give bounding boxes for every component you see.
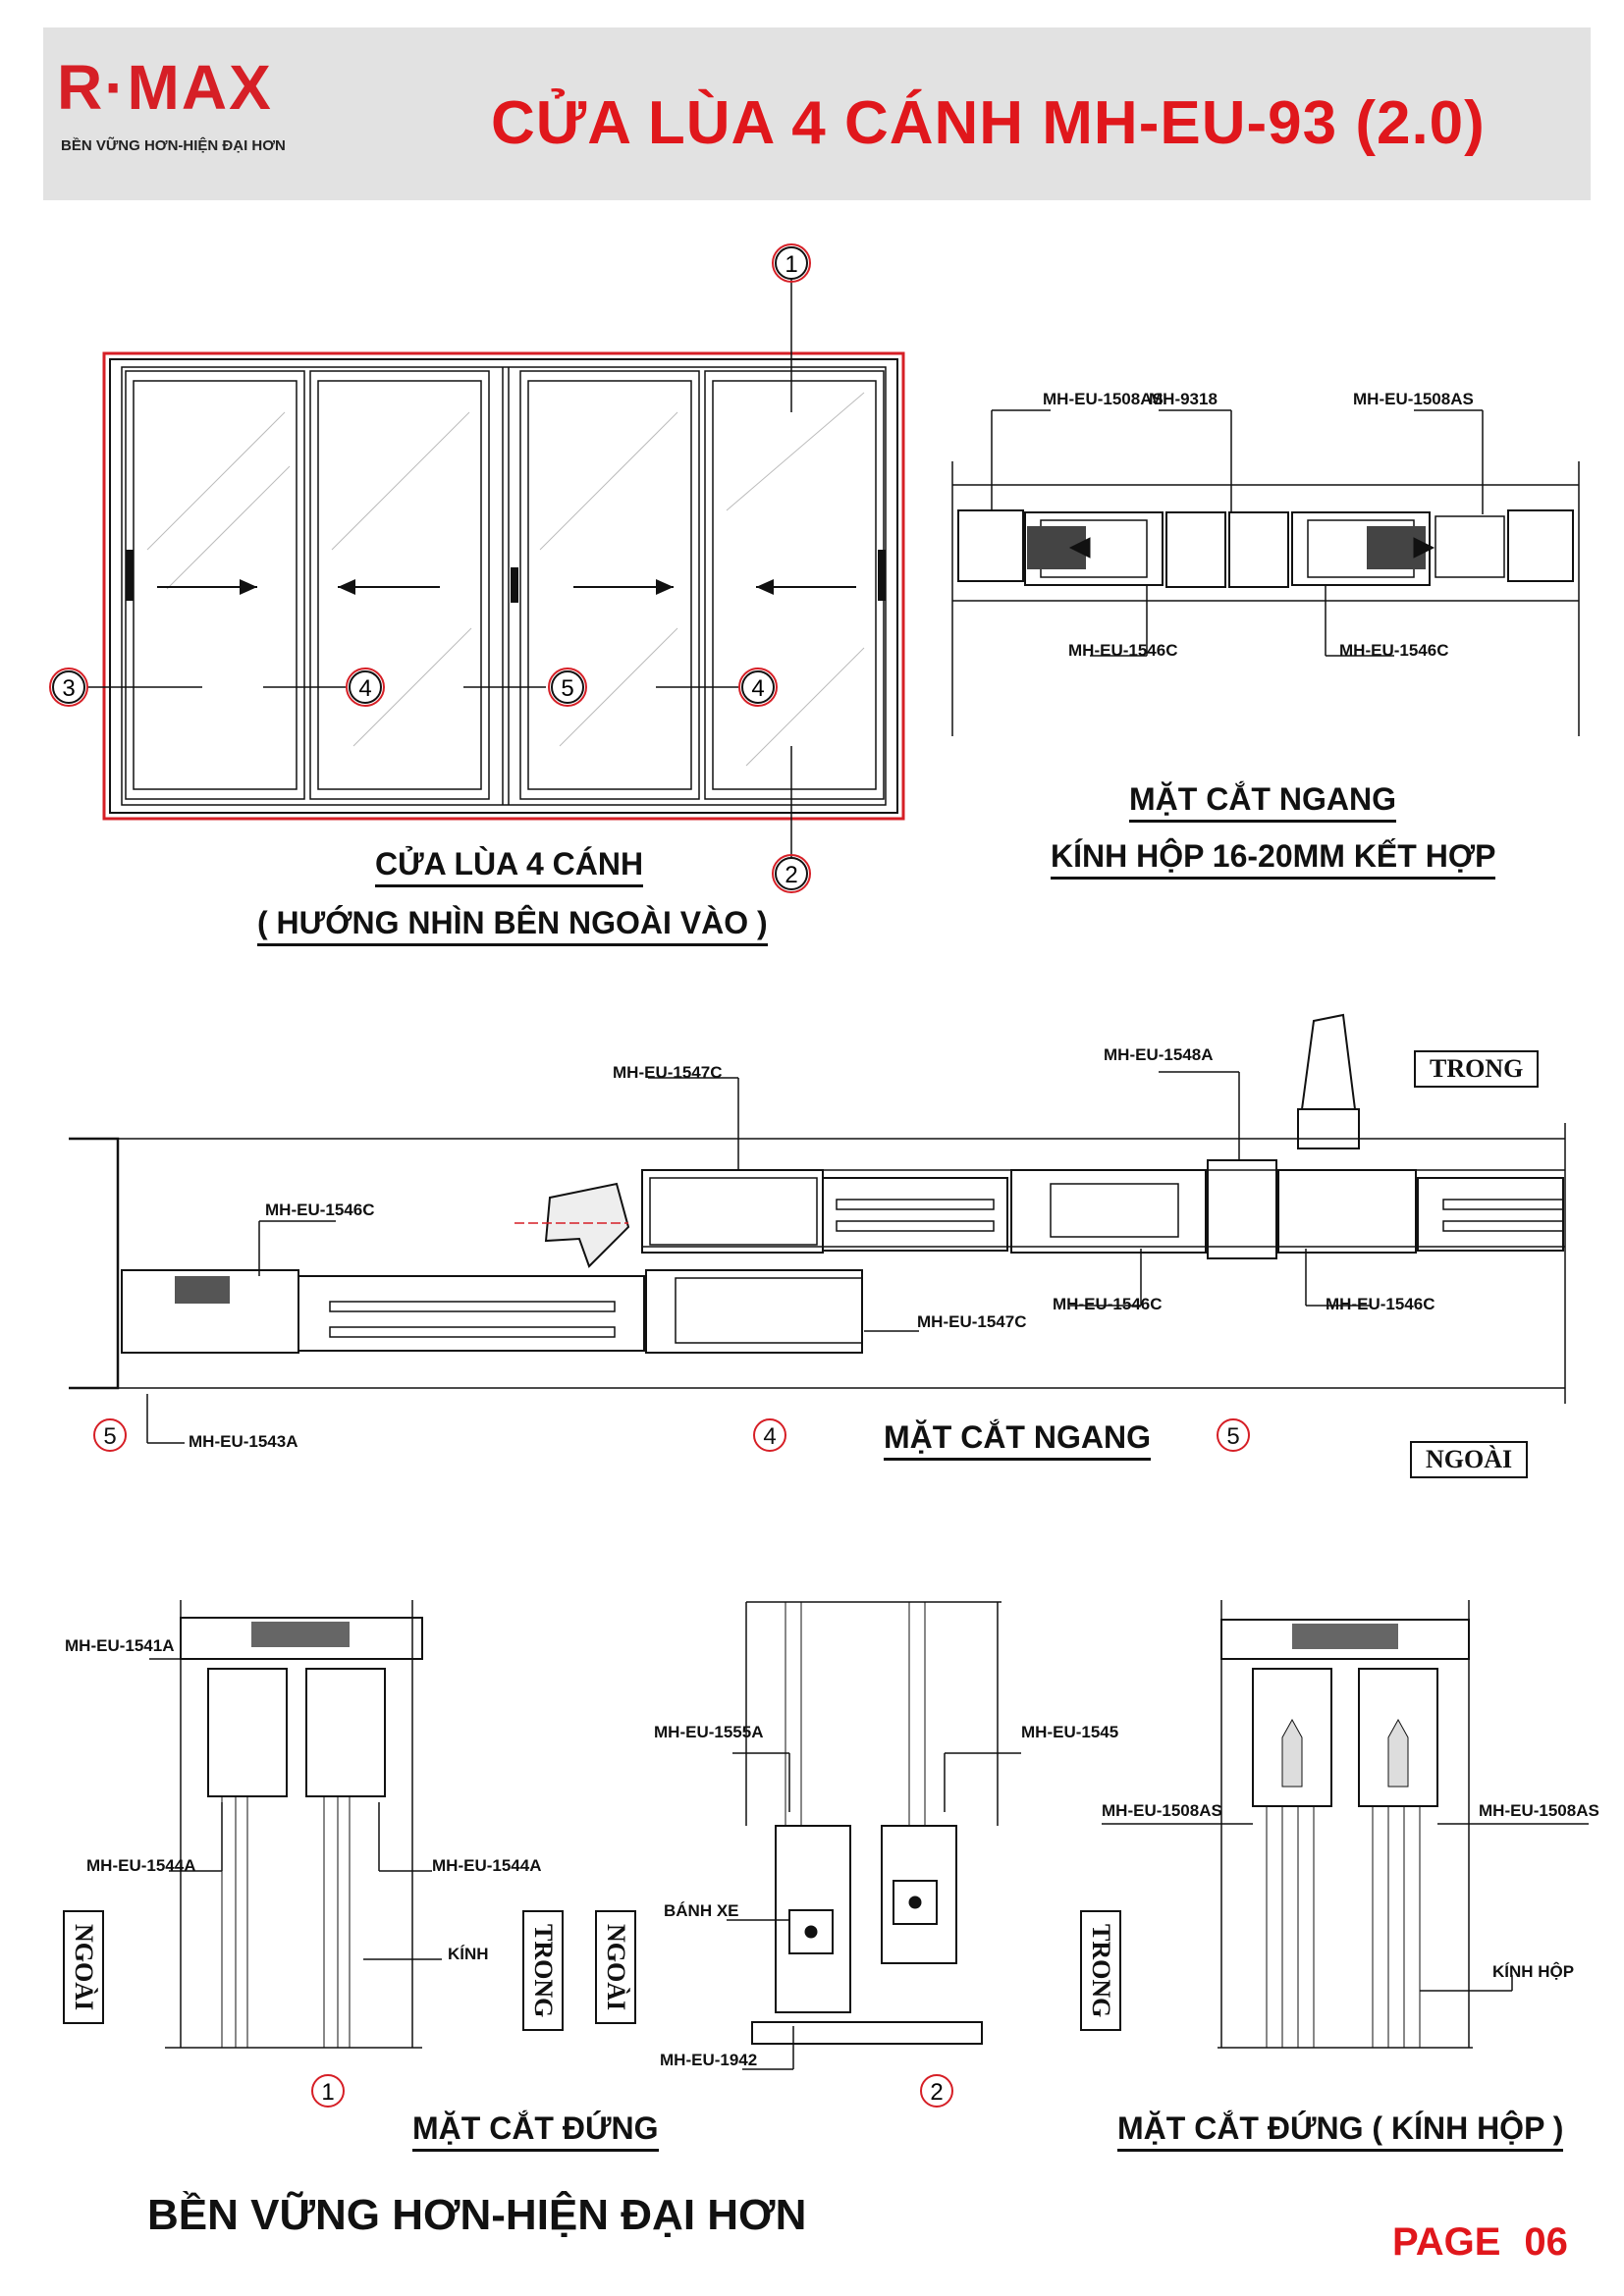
page-title: CỬA LÙA 4 CÁNH MH-EU-93 (2.0) [491,89,1486,157]
label-kinh: KÍNH [448,1945,489,1963]
logo-text: R·MAX [57,52,273,123]
label-1508as-right-v: MH-EU-1508AS [1479,1801,1599,1820]
outside-label: NGOÀI [1410,1441,1529,1478]
bottom-markers: 1 2 [311,2074,953,2108]
vertical-section-glass-caption: MẶT CẮT ĐỨNG ( KÍNH HỘP ) [1117,2110,1564,2152]
label-1544a-right: MH-EU-1544A [432,1856,541,1875]
label-1546c-left: MH-EU-1546C [1068,641,1177,660]
side-label-ngoai-2: NGOÀI [595,1910,636,2025]
vertical-section-caption: MẶT CẮT ĐỨNG [412,2110,659,2152]
label-1546c-right: MH-EU-1546C [1339,641,1448,660]
marker-5-right: 5 [1226,1423,1239,1450]
marker-4: 4 [358,675,371,702]
top-section-subcaption: KÍNH HỘP 16-20MM KẾT HỢP [1051,838,1496,880]
marker-1-bottom: 1 [321,2079,334,2106]
vertical-section-left: MH-EU-1541A MH-EU-1544A MH-EU-1544A KÍNH [65,1600,541,2049]
label-banh-xe: BÁNH XE [664,1901,739,1920]
marker-2-bottom: 2 [930,2079,943,2106]
label-1544a-left: MH-EU-1544A [86,1856,195,1875]
label-1547c-top: MH-EU-1547C [613,1063,722,1082]
label-1543a: MH-EU-1543A [189,1432,298,1451]
marker-1: 1 [785,251,797,278]
label-1548a: MH-EU-1548A [1104,1045,1213,1064]
label-1555a: MH-EU-1555A [654,1723,763,1741]
page-number: 06 [1524,2220,1568,2264]
horizontal-section-top: MH-EU-1508AS MH-9318 MH-EU-1508AS MH-EU-… [951,390,1580,736]
label-1541a: MH-EU-1541A [65,1636,174,1655]
vertical-section-middle: MH-EU-1555A MH-EU-1545 BÁNH XE MH-EU-194… [654,1601,1118,2070]
header-band [43,27,1591,200]
side-label-ngoai-1: NGOÀI [63,1910,104,2025]
side-label-trong-2: TRONG [1080,1910,1121,2032]
label-9318: MH-9318 [1149,390,1218,408]
marker-4-middle: 4 [763,1423,776,1450]
elevation-subcaption: ( HƯỚNG NHÌN BÊN NGOÀI VÀO ) [257,905,768,946]
brand-logo: R·MAX BỀN VỮNG HƠN-HIỆN ĐẠI HƠN [57,51,352,169]
marker-3: 3 [62,675,75,702]
page-label: PAGE [1392,2220,1501,2264]
label-kinh-hop: KÍNH HỘP [1492,1962,1574,1981]
elevation-markers: 1 2 3 4 5 4 [49,243,811,893]
elevation-caption: CỬA LÙA 4 CÁNH [375,846,644,887]
label-1508as-left-v: MH-EU-1508AS [1102,1801,1222,1820]
top-section-caption: MẶT CẮT NGANG [1129,781,1396,823]
label-1508as-left: MH-EU-1508AS [1043,390,1164,408]
marker-4b: 4 [751,675,764,702]
marker-5-left: 5 [103,1423,116,1450]
page-indicator: PAGE 06 [1392,2220,1568,2265]
label-1545: MH-EU-1545 [1021,1723,1118,1741]
door-elevation: 1 2 3 4 5 4 [49,243,905,893]
label-1508as-right: MH-EU-1508AS [1353,390,1474,408]
horizontal-section-middle: MH-EU-1547C MH-EU-1548A MH-EU-1546C MH-E… [69,1013,1566,1452]
label-1942: MH-EU-1942 [660,2051,757,2069]
logo-tagline: BỀN VỮNG HƠN-HIỆN ĐẠI HƠN [61,137,286,154]
footer-slogan: BỀN VỮNG HƠN-HIỆN ĐẠI HƠN [147,2191,807,2239]
side-label-trong-1: TRONG [522,1910,564,2032]
inside-label: TRONG [1414,1050,1540,1088]
label-1546c-mid: MH-EU-1546C [1053,1295,1162,1313]
middle-markers: 5 4 5 [93,1418,1250,1452]
middle-section-caption: MẶT CẮT NGANG [884,1419,1151,1461]
marker-5: 5 [561,675,573,702]
label-1546c-right: MH-EU-1546C [1326,1295,1435,1313]
marker-2: 2 [785,862,797,888]
vertical-section-right: MH-EU-1508AS MH-EU-1508AS KÍNH HỘP [1102,1600,1599,2049]
label-1546c-left: MH-EU-1546C [265,1201,374,1219]
label-1547c-bottom: MH-EU-1547C [917,1312,1026,1331]
